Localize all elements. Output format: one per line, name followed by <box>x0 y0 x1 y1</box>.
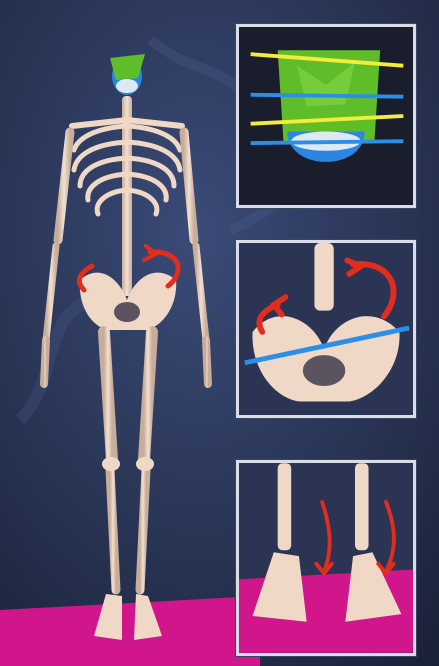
pelvis-detail <box>239 243 413 415</box>
feet-detail <box>239 463 413 653</box>
pelvis-inset <box>236 240 416 418</box>
feet-inset <box>236 460 416 656</box>
skull-inset <box>236 24 416 208</box>
skull-detail <box>239 27 413 205</box>
tilt-line <box>251 95 404 97</box>
tilt-line <box>251 141 404 143</box>
